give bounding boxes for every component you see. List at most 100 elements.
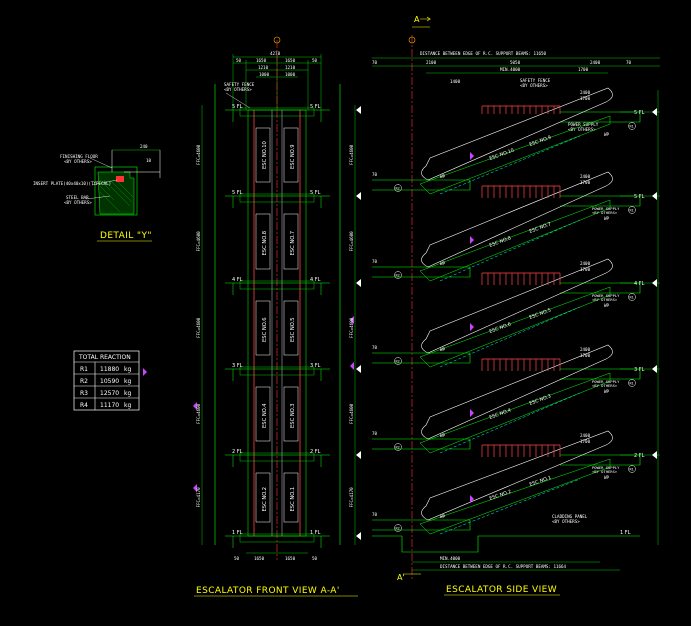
side-lower-slab-4 [372,519,471,531]
side-handrail-1 [421,171,613,268]
reaction-row-1-unit: kg [124,366,131,373]
side-wp-lower-2: WP [440,347,446,352]
side-reaction-upper-label-0: R1 [630,125,634,129]
front-view-title: ESCALATOR FRONT VIEW A-A' [196,586,340,596]
side-reaction-upper-4 [628,465,636,473]
front-floor-height-right-2: FFC=4600 [349,317,354,338]
front-escalator-car-1-1 [283,213,299,270]
detail-label-steel-bar: STEEL BAR [66,195,89,200]
reaction-row-1-value: 11880 [100,366,119,373]
side-dim-70-b: 70 [626,60,632,65]
side-dim-2400-1: 2400 [580,174,591,179]
side-reaction-lower-3 [394,443,402,451]
side-handrail-2 [421,258,613,354]
side-view-title: ESCALATOR SIDE VIEW [446,585,557,595]
section-marker-a: A [414,15,420,24]
side-lower-slab-1 [372,266,471,278]
front-slab-box-3 [239,366,315,376]
front-slab-box-4 [239,452,315,462]
reaction-row-2-id: R2 [80,378,88,385]
side-floor-label-3: 3 FL [634,367,645,373]
side-power-supply: POWER SUPPLY [568,122,599,127]
reaction-row-4-unit: kg [124,402,131,409]
side-power-supply-by: <BY OTHERS> [568,127,596,132]
side-truss-2 [419,286,611,368]
front-escalator-car-0-0 [255,127,271,183]
front-floor-label-left-2: 4 FL [232,277,243,283]
detail-label-insert-plate: INSERT PLATE(40x40x10)(TYPICAL) [33,181,111,186]
front-floor-label-left-0: 5 FL [232,104,243,110]
front-dim-edge-2: 50 [312,58,318,63]
side-dim-70-0: 70 [372,172,378,177]
side-wp-lower-1: WP [440,261,446,266]
side-reaction-upper-label-4: R1 [630,468,634,472]
side-dim-5050: 5050 [510,60,521,65]
front-level-marker-icon-3 [356,365,361,373]
front-escalator-tag-3-1: ESC NO.3 [290,403,296,428]
front-dim-left-2: 1210 [258,65,269,70]
side-dim-2400-3: 2400 [580,347,591,352]
front-floor-label-right-2: 4 FL [310,277,321,283]
side-dim-min4000-bottom: MIN.4000 [440,556,461,561]
front-escalator-car-0-1 [283,127,299,183]
front-dim-right-3: 1000 [285,72,296,77]
side-handrail-0 [421,87,613,181]
side-reaction-upper-0 [628,122,636,130]
reaction-row-1-id: R1 [80,366,88,373]
side-escalator-tag-b-4: ESC NO.1 [529,475,552,488]
side-reaction-lower-label-2: R2 [396,360,400,364]
side-dim-min4000-top: MIN.4000 [500,67,521,72]
front-escalator-tag-4-1: ESC NO.1 [290,487,296,512]
side-escalator-tag-b-0: ESC NO.9 [529,135,552,148]
side-truss-1 [419,199,611,282]
side-level-marker-icon-2 [652,279,657,287]
front-floor-height-left-4: FFC=4170 [196,487,201,508]
front-bottom-dim-right: 1650 [285,556,296,561]
front-escalator-car-2-0 [255,300,271,356]
side-bottom-note: DISTANCE BETWEEN EDGE OF R.C. SUPPORT BE… [440,564,567,569]
side-dim-2100: 2100 [426,60,437,65]
front-escalator-car-4-1 [283,472,299,523]
front-dim-right-2: 1210 [285,65,296,70]
front-marker-icon-4 [350,362,354,370]
front-escalator-tag-3-0: ESC NO.4 [262,403,268,428]
side-reaction-lower-2 [394,357,402,365]
side-reaction-upper-label-3: R1 [630,382,634,386]
side-reaction-lower-label-1: R2 [396,274,400,278]
front-escalator-tag-4-0: ESC NO.2 [262,487,268,512]
side-power-note-by-4: <BY OTHERS> [592,469,618,474]
front-slab-box-1 [239,193,315,203]
side-upper-slab-2 [560,282,641,294]
side-underside-2 [439,306,581,368]
side-wp-upper-0: WP [604,132,610,137]
front-floor-height-left-3: FFC=4600 [196,403,201,424]
front-floor-label-right-1: 5 FL [310,190,321,196]
side-level-marker-icon-0 [652,108,657,116]
side-power-note-by-3: <BY OTHERS> [592,383,618,388]
side-level-marker-icon-1 [652,192,657,200]
front-escalator-car-4-0 [255,472,271,523]
front-escalator-car-1-0 [255,213,271,270]
side-escalator-tag-4: ESC NO.2 [489,489,512,502]
front-dim-total: 4270 [270,51,281,56]
side-reaction-lower-label-0: R2 [396,187,400,191]
front-safety-fence: SAFETY FENCE [224,82,255,87]
side-underside-1 [439,219,581,282]
side-view: A A' DISTANCE BETWEEN EDGE OF R.C. SUPPO… [372,15,660,596]
side-safety-fence: SAFETY FENCE [520,78,551,83]
front-floor-label-right-0: 5 FL [310,104,321,110]
side-marker-icon-2 [470,323,474,331]
side-floor-label-ground: 1 FL [620,530,631,536]
side-dim-2400: 2400 [590,60,601,65]
side-wp-lower-4: WP [440,514,446,519]
side-handrail-4 [421,430,613,521]
side-dim-1700-1: 1700 [580,180,591,185]
front-floor-label-right-3: 3 FL [310,363,321,369]
side-lower-slab-3 [372,438,471,450]
reaction-marker-icon [143,368,147,376]
